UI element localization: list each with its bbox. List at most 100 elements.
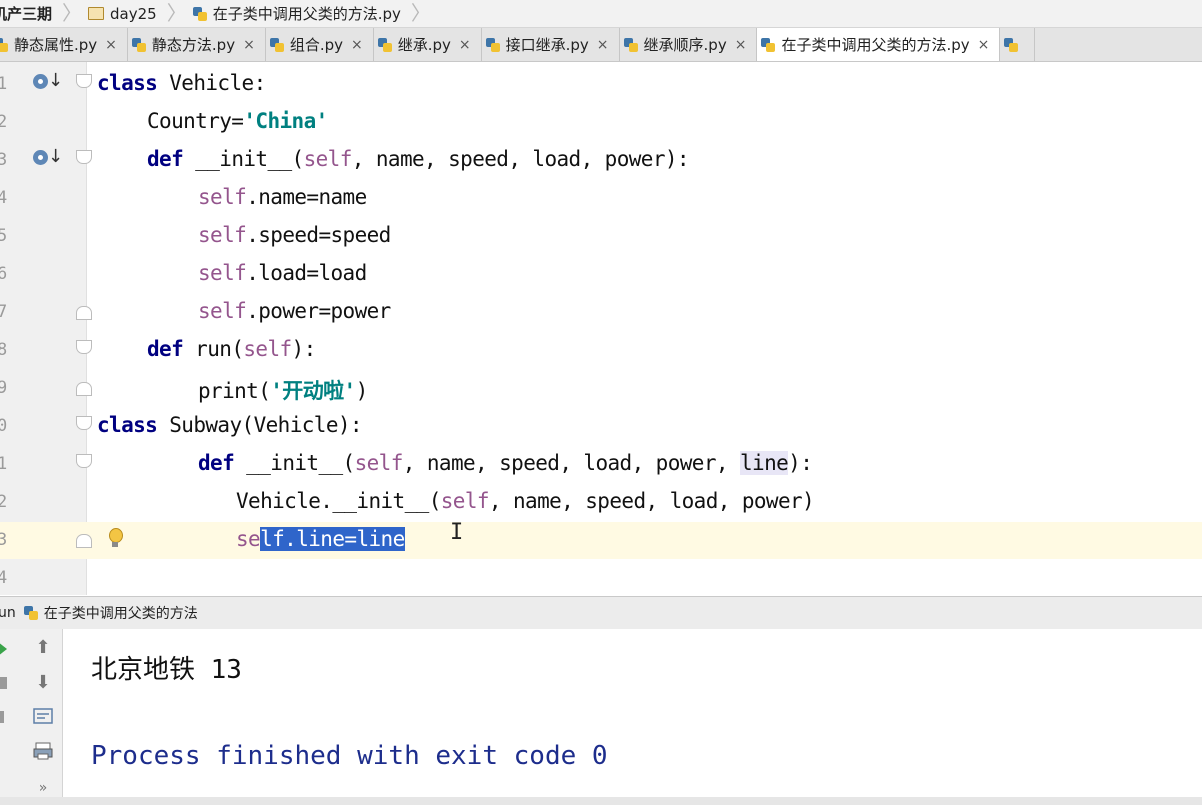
breadcrumb-separator: 〉	[166, 1, 187, 25]
code-line[interactable]: 4 self.name=name	[0, 180, 1202, 217]
fold-icon[interactable]	[76, 382, 92, 396]
code-line[interactable]: 4	[0, 560, 1202, 597]
code-line[interactable]: 2 Vehicle.__init__(self, name, speed, lo…	[0, 484, 1202, 521]
code-text: class Vehicle:	[97, 71, 266, 95]
folder-icon	[88, 7, 105, 20]
breadcrumb: 机产三期 〉 day25 〉 在子类中调用父类的方法.py 〉	[0, 0, 1202, 28]
code-text: self.power=power	[198, 299, 391, 323]
fold-icon[interactable]	[76, 454, 92, 468]
code-line[interactable]: 1 ↓ class Vehicle:	[0, 66, 1202, 103]
fold-icon[interactable]	[76, 416, 92, 430]
editor-tabs: 静态属性.py × 静态方法.py × 组合.py × 继承.py × 接口继承…	[0, 28, 1202, 62]
breadcrumb-project[interactable]: 机产三期	[0, 0, 60, 27]
line-number: 9	[0, 378, 8, 398]
code-text: self.name=name	[198, 185, 367, 209]
code-text: def run(self):	[147, 337, 316, 361]
run-toolbar: ⬆ ⬇ »	[0, 629, 63, 805]
close-icon[interactable]: ×	[977, 36, 990, 53]
code-text: print('开动啦')	[198, 379, 368, 403]
code-line[interactable]: 5 self.speed=speed	[0, 218, 1202, 255]
run-panel-header: un 在子类中调用父类的方法	[0, 596, 1202, 630]
fold-icon[interactable]	[76, 340, 92, 354]
python-file-icon	[761, 37, 776, 52]
line-number: 4	[0, 568, 8, 588]
breadcrumb-folder[interactable]: day25	[84, 0, 165, 27]
code-line[interactable]: 2 Country='China'	[0, 104, 1202, 141]
code-line-current[interactable]: 3 self.line=line	[0, 522, 1202, 559]
tab-file[interactable]: 静态属性.py ×	[0, 28, 128, 61]
tab-label: 静态方法.py	[151, 36, 236, 54]
tab-file[interactable]: 静态方法.py ×	[128, 28, 266, 61]
fold-icon[interactable]	[76, 306, 92, 320]
scroll-down-icon[interactable]: ⬇	[35, 672, 51, 693]
line-number: 7	[0, 302, 8, 322]
code-line[interactable]: 6 self.load=load	[0, 256, 1202, 293]
console-exit-message: Process finished with exit code 0	[91, 741, 608, 771]
fold-icon[interactable]	[76, 150, 92, 164]
breadcrumb-file-label: 在子类中调用父类的方法.py	[212, 5, 401, 23]
close-icon[interactable]: ×	[350, 36, 363, 53]
lightbulb-icon[interactable]	[108, 528, 123, 550]
close-icon[interactable]: ×	[243, 36, 255, 53]
console-output-line: 北京地铁 13	[91, 655, 242, 685]
line-number: 1	[0, 454, 8, 474]
close-icon[interactable]: ×	[596, 36, 609, 53]
python-file-icon	[1004, 37, 1019, 52]
text-cursor-icon: I	[450, 520, 464, 545]
close-icon[interactable]: ×	[458, 36, 471, 53]
close-icon[interactable]: ×	[734, 36, 747, 53]
code-text: self.line=line	[236, 527, 405, 551]
soft-wrap-icon[interactable]	[32, 707, 54, 729]
tab-file[interactable]: 组合.py ×	[266, 28, 374, 61]
code-line[interactable]: 3 ↓ def __init__(self, name, speed, load…	[0, 142, 1202, 179]
print-icon[interactable]	[32, 742, 54, 764]
breadcrumb-project-label: 机产三期	[0, 5, 53, 23]
scroll-up-icon[interactable]: ⬆	[35, 637, 51, 658]
run-icon[interactable]	[0, 641, 8, 657]
code-line[interactable]: 1 def __init__(self, name, speed, load, …	[0, 446, 1202, 483]
more-icon[interactable]: »	[38, 780, 48, 796]
line-number: 5	[0, 226, 8, 246]
override-icon[interactable]: ↓	[33, 146, 63, 170]
line-number: 8	[0, 340, 8, 360]
python-file-icon	[377, 37, 392, 52]
python-file-icon	[0, 37, 8, 52]
tab-file[interactable]: 继承.py ×	[374, 28, 482, 61]
fold-icon[interactable]	[76, 534, 92, 548]
tab-label: 静态属性.py	[14, 36, 98, 54]
code-line[interactable]: 8 def run(self):	[0, 332, 1202, 369]
run-console[interactable]: 北京地铁 13 Process finished with exit code …	[63, 629, 1202, 805]
fold-icon[interactable]	[76, 74, 92, 88]
python-file-icon	[192, 6, 207, 21]
tab-label: 继承顺序.py	[643, 36, 727, 54]
python-file-icon	[623, 37, 638, 52]
breadcrumb-file[interactable]: 在子类中调用父类的方法.py	[189, 0, 409, 27]
tab-label: 接口继承.py	[505, 36, 589, 54]
breadcrumb-folder-label: day25	[110, 4, 157, 23]
run-config-name[interactable]: 在子类中调用父类的方法	[43, 606, 198, 622]
code-line[interactable]: 7 self.power=power	[0, 294, 1202, 331]
close-icon[interactable]: ×	[105, 36, 117, 53]
run-tab-label[interactable]: un	[0, 605, 16, 621]
code-line[interactable]: 0 class Subway(Vehicle):	[0, 408, 1202, 445]
code-text: Country='China'	[147, 109, 328, 133]
python-file-icon	[131, 37, 146, 52]
stop-icon[interactable]	[0, 675, 8, 691]
tab-label: 在子类中调用父类的方法.py	[781, 36, 970, 54]
line-number: 3	[0, 150, 8, 170]
tab-file-active[interactable]: 在子类中调用父类的方法.py ×	[757, 28, 1001, 61]
line-number: 2	[0, 112, 8, 132]
horizontal-scrollbar[interactable]	[0, 797, 1202, 805]
tab-file[interactable]: 继承顺序.py ×	[620, 28, 758, 61]
line-number: 4	[0, 188, 8, 208]
code-text: Vehicle.__init__(self, name, speed, load…	[236, 489, 815, 513]
tab-file[interactable]: 接口继承.py ×	[482, 28, 620, 61]
text-selection: lf.line=line	[260, 527, 405, 551]
code-line[interactable]: 9 print('开动啦')	[0, 370, 1202, 407]
tab-file-overflow[interactable]	[1000, 28, 1036, 61]
override-icon[interactable]: ↓	[33, 70, 63, 94]
line-number: 3	[0, 530, 8, 550]
code-editor[interactable]: 1 ↓ class Vehicle: 2 Country='China' 3 ↓…	[0, 62, 1202, 595]
pause-icon[interactable]	[0, 709, 8, 725]
tab-label: 继承.py	[397, 36, 451, 54]
